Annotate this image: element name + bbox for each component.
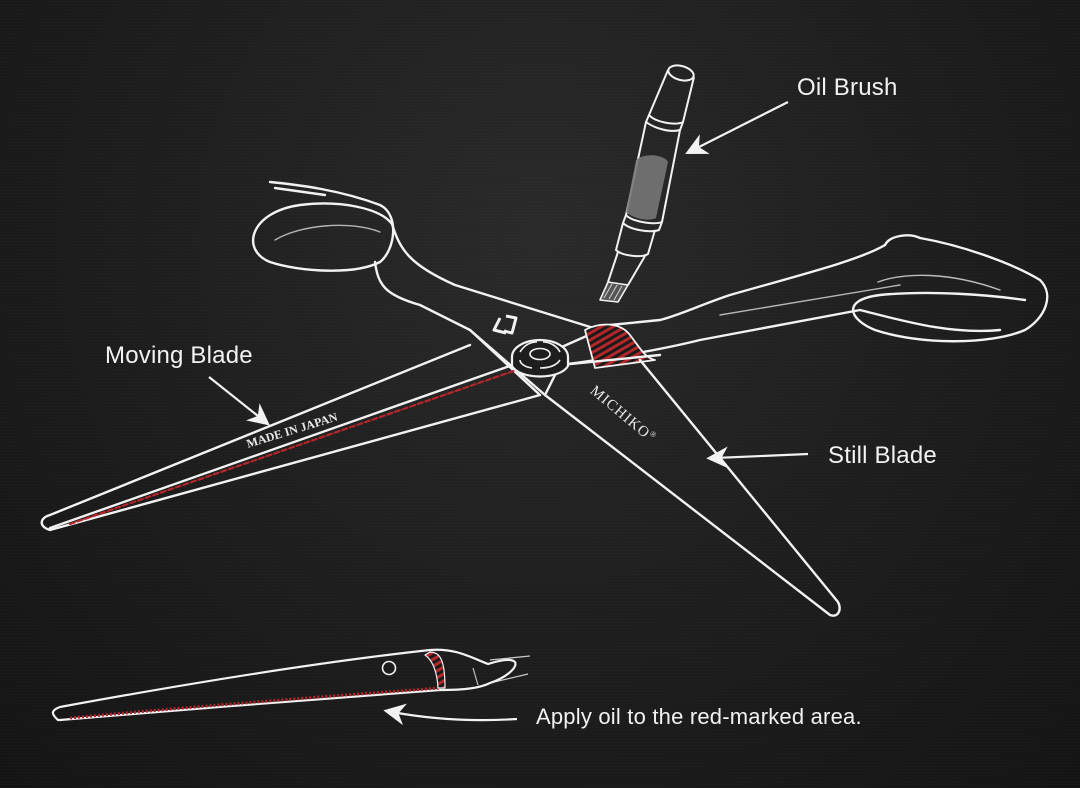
moving-blade-label: Moving Blade: [105, 342, 253, 369]
instruction-arrow: [383, 703, 518, 726]
oil-brush-label: Oil Brush: [797, 74, 898, 101]
instruction-text: Apply oil to the red-marked area.: [536, 704, 862, 729]
still-blade-label: Still Blade: [828, 442, 937, 469]
oil-brush-illustration: [599, 64, 695, 303]
still-blade-arrow: [706, 446, 809, 469]
blade-detail-illustration: [51, 648, 531, 722]
pivot-screw: [510, 338, 570, 378]
moving-blade-arrow: [208, 376, 270, 426]
still-blade: [468, 234, 1049, 617]
brand-logo-icon: [492, 314, 518, 335]
callout-arrows: [208, 101, 809, 726]
oil-brush-arrow: [685, 101, 789, 154]
